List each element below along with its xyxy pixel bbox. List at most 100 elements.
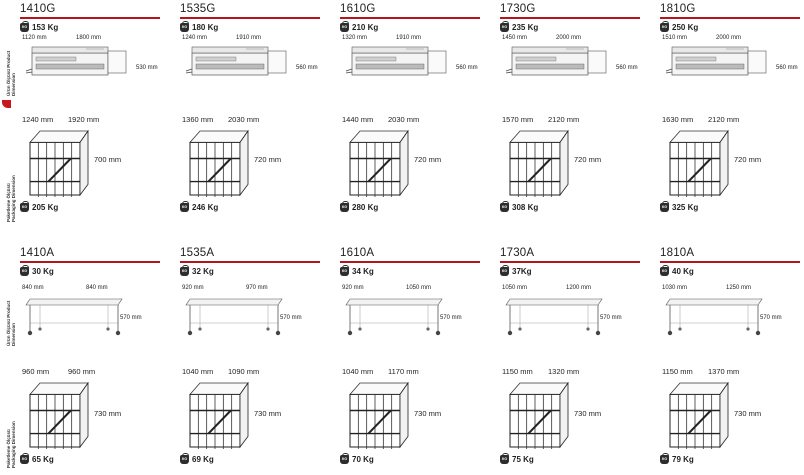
package-width-2: 2030 mm <box>228 115 260 124</box>
weight-icon: KG <box>180 21 189 32</box>
package-width-2: 2030 mm <box>388 115 420 124</box>
crate-drawing <box>669 129 729 197</box>
model-name: 1730A <box>500 247 535 259</box>
weight-value: 75 Kg <box>512 455 534 464</box>
package-height: 730 mm <box>254 409 282 418</box>
package-height: 730 mm <box>94 409 122 418</box>
model-name: 1410A <box>20 247 55 259</box>
height-dimension: 560 mm <box>616 65 638 71</box>
width-dimension-2: 1200 mm <box>566 285 592 291</box>
height-dimension: 560 mm <box>456 65 478 71</box>
weight-value: 205 Kg <box>32 203 59 212</box>
width-dimension-1: 1320 mm <box>342 35 368 41</box>
model-underline <box>340 17 480 19</box>
weight-icon: KG <box>660 201 669 212</box>
package-width-2: 2120 mm <box>708 115 740 124</box>
model-underline <box>20 261 160 263</box>
weight-value: 180 Kg <box>192 23 219 32</box>
width-dimension-1: 1050 mm <box>502 285 528 291</box>
weight-icon: KG <box>20 201 29 212</box>
weight-value: 210 Kg <box>352 23 379 32</box>
packaging-dimension-label: Paketleme Ölçüsü Packaging Dimension <box>6 175 16 222</box>
package-height: 720 mm <box>734 155 762 164</box>
width-dimension-1: 840 mm <box>22 285 44 291</box>
package-width-1: 1040 mm <box>342 367 374 376</box>
width-dimension-2: 970 mm <box>246 285 268 291</box>
weight-value: 79 Kg <box>672 455 694 464</box>
weight-icon: KG <box>20 265 29 276</box>
package-width-1: 1150 mm <box>662 367 693 376</box>
model-name: 1410G <box>20 3 56 15</box>
stand-drawing <box>25 298 123 336</box>
weight-icon: KG <box>340 265 349 276</box>
weight-icon: KG <box>20 453 29 464</box>
crate-drawing <box>509 381 569 449</box>
crate-drawing <box>189 381 249 449</box>
model-name: 1610G <box>340 3 376 15</box>
model-underline <box>500 261 640 263</box>
height-dimension: 570 mm <box>760 315 782 321</box>
model-underline <box>660 261 800 263</box>
package-height: 720 mm <box>414 155 442 164</box>
package-width-2: 1090 mm <box>228 367 260 376</box>
section-marker <box>2 100 11 108</box>
width-dimension-2: 840 mm <box>86 285 108 291</box>
model-name: 1610A <box>340 247 375 259</box>
weight-value: 246 Kg <box>192 203 219 212</box>
weight-icon: KG <box>340 453 349 464</box>
weight-icon: KG <box>500 21 509 32</box>
crate-drawing <box>669 381 729 449</box>
packaging-dimension-label: Paketleme Ölçüsü Packaging Dimension <box>6 421 16 468</box>
height-dimension: 570 mm <box>600 315 622 321</box>
product-dimension-label: Ürün Ölçüsü Product Dimension <box>6 300 16 346</box>
model-underline <box>660 17 800 19</box>
width-dimension-2: 1050 mm <box>406 285 432 291</box>
weight-value: 40 Kg <box>672 267 694 276</box>
model-name: 1810G <box>660 3 696 15</box>
package-width-2: 1170 mm <box>388 367 419 376</box>
width-dimension-2: 1910 mm <box>236 35 262 41</box>
stand-drawing <box>185 298 283 336</box>
model-name: 1730G <box>500 3 536 15</box>
package-width-1: 1630 mm <box>662 115 694 124</box>
width-dimension-2: 2000 mm <box>716 35 742 41</box>
package-width-1: 1570 mm <box>502 115 534 124</box>
weight-icon: KG <box>340 21 349 32</box>
oven-drawing <box>505 46 607 76</box>
width-dimension-2: 1250 mm <box>726 285 752 291</box>
oven-drawing <box>665 46 767 76</box>
width-dimension-1: 920 mm <box>342 285 364 291</box>
weight-icon: KG <box>500 265 509 276</box>
weight-value: 32 Kg <box>192 267 214 276</box>
weight-value: 308 Kg <box>512 203 539 212</box>
package-height: 720 mm <box>574 155 602 164</box>
package-width-1: 1440 mm <box>342 115 374 124</box>
oven-drawing <box>185 46 287 76</box>
package-width-1: 1040 mm <box>182 367 214 376</box>
crate-drawing <box>509 129 569 197</box>
model-name: 1535G <box>180 3 216 15</box>
height-dimension: 560 mm <box>776 65 798 71</box>
crate-drawing <box>349 381 409 449</box>
height-dimension: 560 mm <box>296 65 318 71</box>
height-dimension: 570 mm <box>440 315 462 321</box>
weight-value: 153 Kg <box>32 23 59 32</box>
model-underline <box>180 261 320 263</box>
height-dimension: 530 mm <box>136 65 158 71</box>
weight-value: 65 Kg <box>32 455 54 464</box>
package-width-2: 1370 mm <box>708 367 740 376</box>
width-dimension-2: 1800 mm <box>76 35 102 41</box>
